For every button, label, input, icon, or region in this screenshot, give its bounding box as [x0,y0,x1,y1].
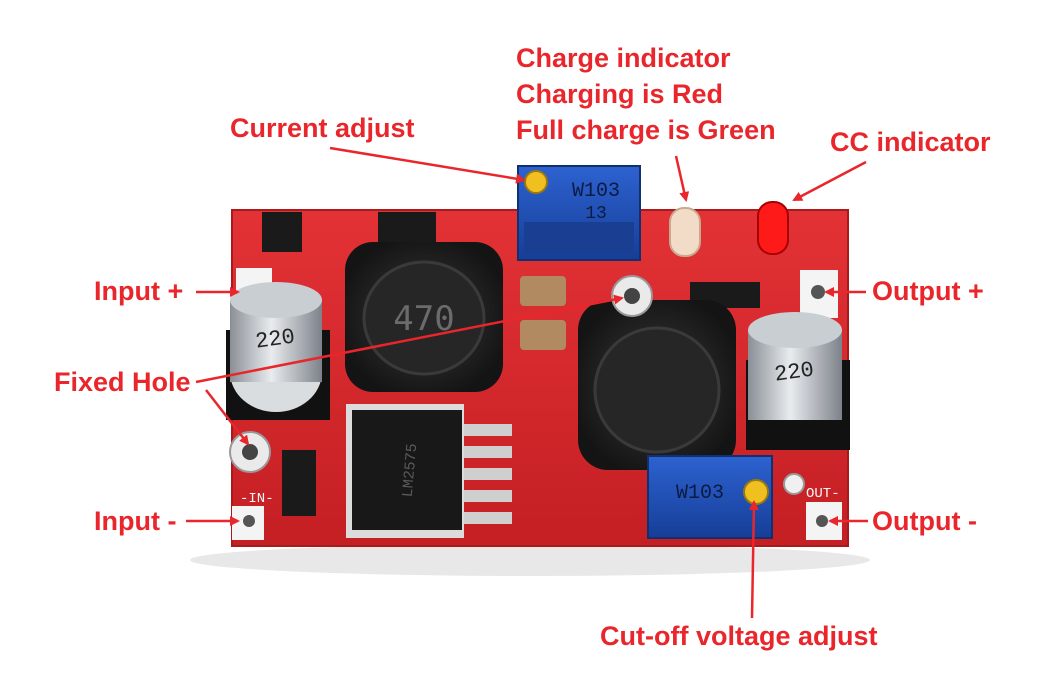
regulator-ic: LM2575 [346,404,512,538]
cutoff-voltage-potentiometer: W103 [647,455,773,539]
top-pot-code: W103 [572,180,620,203]
silk-out-minus: OUT- [806,486,840,502]
input-minus-label: Input - [94,506,177,536]
output-minus-label: Output - [872,506,977,536]
output-cap-marking: 220 [773,357,816,387]
arrow-cc-indicator [792,160,867,202]
arrow-fixed-hole-left [205,389,250,446]
arrow-charge-indicator [674,155,690,202]
output-plus-label: Output + [872,276,984,306]
cc-indicator-label: CC indicator [830,127,991,157]
input-capacitor: 220 [226,282,330,420]
charge-indicator-label: Charge indicator Charging is Red Full ch… [516,40,776,148]
charge-indicator-line-3: Full charge is Green [516,115,776,145]
board-shadow [190,544,870,576]
input-cap-marking: 220 [254,324,297,354]
top-pot-sub: 13 [585,204,607,224]
annotation-arrows [186,146,868,619]
silk-in-minus: -IN- [240,491,274,507]
mount-hole-small [783,473,805,495]
output-plus-pad [800,270,838,318]
arrow-fixed-hole-right [195,294,624,384]
charge-indicator-line-2: Charging is Red [516,79,724,109]
arrow-current-adjust [329,146,526,184]
regulator-marking: LM2575 [400,443,422,498]
current-adjust-potentiometer: W103 13 [517,165,641,261]
smd-capacitor-2 [520,320,566,350]
fixed-hole-label: Fixed Hole [54,367,191,397]
cc-led [757,201,789,255]
schottky-diode-bottom [282,450,316,516]
bottom-pot-code: W103 [676,482,724,505]
current-adjust-label: Current adjust [230,113,415,143]
arrow-cutoff-voltage [748,500,759,619]
top-left-ic [262,212,302,252]
charge-indicator-line-1: Charge indicator [516,43,731,73]
inductor-right [578,300,736,470]
smd-capacitor-1 [520,276,566,306]
output-capacitor: 220 [746,312,850,450]
fixed-hole-right [611,275,653,317]
charge-led [669,207,701,257]
cutoff-voltage-adjust-label: Cut-off voltage adjust [600,621,878,651]
input-minus-pad [232,506,264,540]
inductor-left: 470 [345,242,503,392]
input-plus-label: Input + [94,276,184,306]
fixed-hole-left [229,431,271,473]
